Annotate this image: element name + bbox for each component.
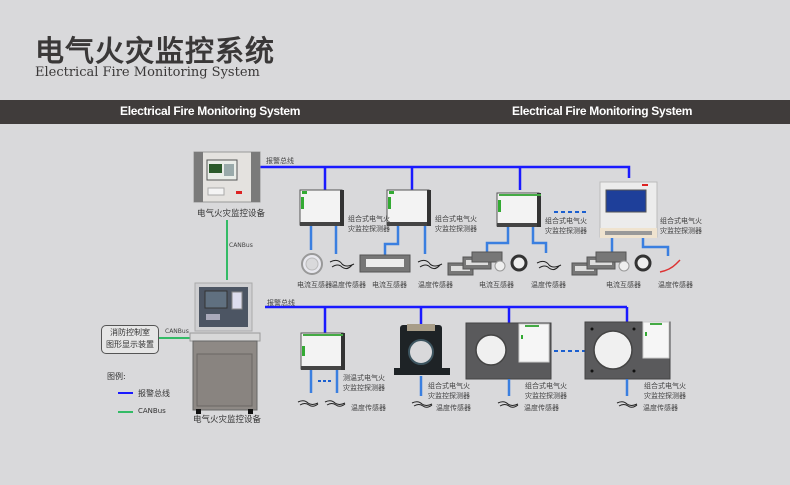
sensor-label: 温度传感器 <box>436 404 471 412</box>
sensor-label: 温度传感器 <box>418 281 453 289</box>
sensor-label: 温度传感器 <box>658 281 693 289</box>
detector-label-line1: 组合式电气火 <box>660 217 702 225</box>
detector-label-line2: 灾监控探测器 <box>343 384 385 392</box>
bottom-temp-sensor-icons <box>297 400 638 408</box>
top-host-panel <box>193 151 261 203</box>
temp-sensor-icon <box>329 259 355 270</box>
bottom-detector-1 <box>300 332 345 370</box>
top-detector-4-lcd <box>599 181 658 238</box>
bottom-detector-1-branches <box>309 370 339 393</box>
bottom-detector-1-label: 测温式电气火 灾监控探测器 <box>343 373 385 393</box>
top-ct-ring-1 <box>301 253 323 275</box>
top-detector-1 <box>299 189 344 226</box>
temp-sensor-icon <box>536 260 562 271</box>
bottom-bus-label: 报警总线 <box>267 299 295 307</box>
top-alarm-bus <box>260 165 631 190</box>
legend-title: 图例: <box>107 372 126 381</box>
band-right-title: Electrical Fire Monitoring System <box>512 104 693 118</box>
top-ct-group-3 <box>447 251 528 276</box>
detector-label-line1: 组合式电气火 <box>545 217 587 225</box>
sensor-label: 温度传感器 <box>524 404 559 412</box>
red-temp-sensor-icon <box>659 259 681 273</box>
detector-label-line1: 组合式电气火 <box>428 382 470 390</box>
top-detector-3 <box>496 192 541 227</box>
bottom-canbus-label: CANBus <box>165 328 189 335</box>
top-detector-1-label: 组合式电气火 灾监控探测器 <box>348 214 390 234</box>
bottom-detector-4-label: 组合式电气火 灾监控探测器 <box>644 381 686 401</box>
detector-label-line1: 组合式电气火 <box>525 382 567 390</box>
top-canbus-label: CANBus <box>229 242 253 249</box>
top-ct-rect-2 <box>359 254 411 273</box>
legend-alarm-bus-label: 报警总线 <box>138 389 170 398</box>
section-band <box>0 100 790 124</box>
top-detector-2-branches <box>383 226 427 255</box>
detector-label-line2: 灾监控探测器 <box>525 392 567 400</box>
bottom-detector-3-label: 组合式电气火 灾监控探测器 <box>525 381 567 401</box>
bottom-host-cabinet <box>189 282 261 414</box>
display-box-line1: 消防控制室 <box>110 328 150 337</box>
sensor-label: 电流互感器 <box>606 281 641 289</box>
detector-label-line2: 灾监控探测器 <box>644 392 686 400</box>
bottom-alarm-bus <box>265 305 629 333</box>
detector-label-line2: 灾监控探测器 <box>545 227 587 235</box>
fire-control-display-box: 消防控制室 图形显示装置 <box>101 325 159 354</box>
top-detector-4-branches <box>610 238 670 256</box>
page-subtitle: Electrical Fire Monitoring System <box>35 65 260 80</box>
top-ct-group-4 <box>571 251 652 276</box>
sensor-label: 温度传感器 <box>643 404 678 412</box>
top-detector-4-label: 组合式电气火 灾监控探测器 <box>660 216 702 236</box>
top-detector-2 <box>386 189 431 226</box>
sensor-label: 温度传感器 <box>351 404 386 412</box>
bottom-detector-3 <box>465 322 552 380</box>
bottom-detector-2-ct <box>394 324 450 375</box>
bottom-host-label: 电气火灾监控设备 <box>193 415 262 425</box>
top-detector-1-branches <box>309 226 338 254</box>
sensor-label: 电流互感器 <box>372 281 407 289</box>
bottom-detector-2-label: 组合式电气火 灾监控探测器 <box>428 381 470 401</box>
page-title: 电气火灾监控系统 <box>35 34 276 68</box>
sensor-label: 温度传感器 <box>531 281 566 289</box>
sensor-label: 电流互感器 <box>479 281 514 289</box>
top-host-label: 电气火灾监控设备 <box>197 209 266 219</box>
detector-label-line1: 组合式电气火 <box>435 215 477 223</box>
detector-label-line2: 灾监控探测器 <box>428 392 470 400</box>
top-detector-3-branches <box>485 227 548 253</box>
detector-label-line2: 灾监控探测器 <box>660 227 702 235</box>
sensor-label: 温度传感器 <box>331 281 366 289</box>
legend-canbus-label: CANBus <box>138 407 166 415</box>
top-bus-label: 报警总线 <box>266 157 294 165</box>
detector-label-line1: 组合式电气火 <box>644 382 686 390</box>
detector-label-line2: 灾监控探测器 <box>348 225 390 233</box>
detector-label-line1: 测温式电气火 <box>343 374 385 382</box>
bottom-detector-4 <box>584 321 671 380</box>
band-left-title: Electrical Fire Monitoring System <box>120 104 301 118</box>
sensor-label: 电流互感器 <box>297 281 332 289</box>
temp-sensor-icon <box>417 259 443 270</box>
detector-label-line1: 组合式电气火 <box>348 215 390 223</box>
detector-label-line2: 灾监控探测器 <box>435 225 477 233</box>
display-box-line2: 图形显示装置 <box>106 340 154 349</box>
top-detector-2-label: 组合式电气火 灾监控探测器 <box>435 214 477 234</box>
top-detector-3-label: 组合式电气火 灾监控探测器 <box>545 216 587 236</box>
